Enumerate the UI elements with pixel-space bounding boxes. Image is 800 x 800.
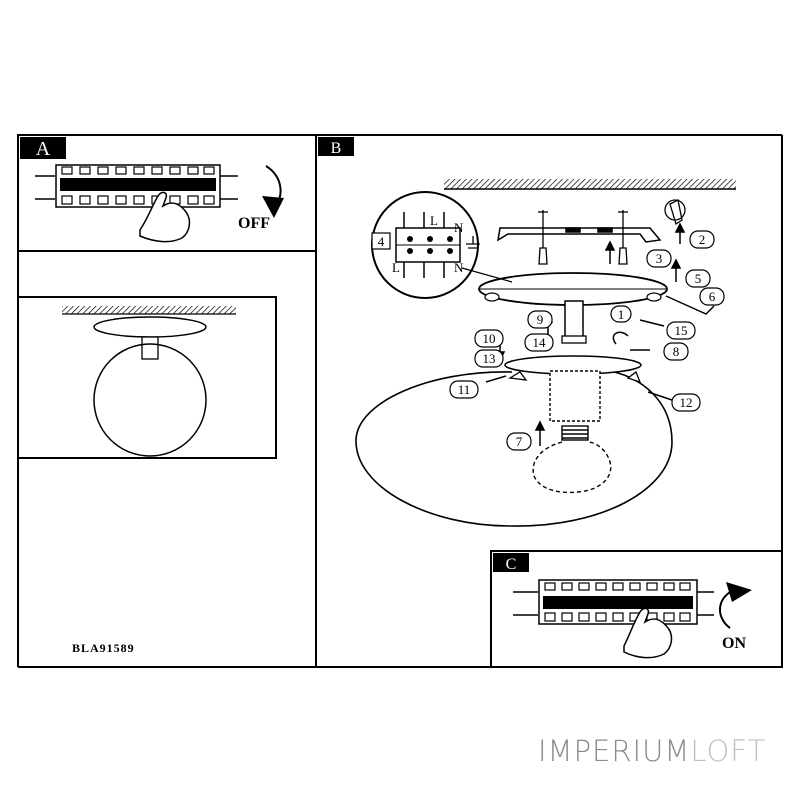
terminal-letter-1: L [430, 213, 438, 228]
mounting-bracket [496, 227, 662, 243]
callout-7: 7 [506, 432, 532, 451]
svg-text:13: 13 [483, 351, 496, 366]
svg-text:5: 5 [695, 271, 702, 286]
ceiling-hatch [444, 179, 736, 189]
callout-12: 12 [671, 393, 701, 412]
svg-text:8: 8 [673, 344, 680, 359]
ground-icon [466, 236, 480, 249]
panel-c-action-label: ON [722, 635, 746, 652]
lamp-stem [564, 300, 584, 340]
svg-text:3: 3 [656, 251, 663, 266]
model-code: BLA91589 [72, 641, 135, 655]
callout-5: 5 [685, 269, 711, 288]
callout-13: 13 [474, 349, 504, 368]
breaker-strip-icon [513, 579, 714, 625]
callout-11: 11 [449, 380, 479, 399]
svg-text:1: 1 [618, 307, 625, 322]
lamp-socket [549, 370, 601, 441]
terminal-letter-2: N [454, 220, 464, 235]
callout-9: 9 [527, 310, 553, 329]
allen-key-icon [665, 295, 715, 315]
bulb-icon [532, 441, 612, 494]
panel-b-letter: B [331, 140, 342, 157]
panel-a: A OFF [17, 134, 317, 252]
panel-c: C ON [490, 550, 783, 668]
callout-15: 15 [666, 321, 696, 340]
callout-3: 3 [646, 249, 672, 268]
terminal-block-callout: L N L N 4 [371, 191, 513, 299]
svg-text:2: 2 [699, 232, 706, 247]
callout-1: 1 [610, 305, 632, 323]
watermark-part-1: IMPERIUM [538, 734, 691, 768]
panel-a-letter-box [20, 137, 66, 159]
watermark: IMPERIUMLOFT [538, 734, 766, 768]
lamp-overview-panel [17, 296, 277, 459]
terminal-letter-4: N [454, 260, 464, 275]
callout-8: 8 [663, 342, 689, 361]
hand-icon [139, 191, 191, 243]
panel-b: B [315, 135, 736, 667]
panel-c-letter-box [493, 553, 529, 572]
svg-text:14: 14 [533, 335, 547, 350]
callout-6: 6 [699, 287, 725, 306]
terminal-letter-3: L [392, 260, 400, 275]
breaker-strip-icon [35, 164, 238, 208]
watermark-part-2: LOFT [690, 734, 767, 768]
svg-text:9: 9 [537, 312, 544, 327]
callout-2: 2 [689, 230, 715, 249]
screw-icon [538, 199, 686, 265]
svg-text:12: 12 [680, 395, 693, 410]
glass-globe [355, 371, 673, 527]
svg-text:10: 10 [483, 331, 496, 346]
callout-14: 14 [524, 333, 554, 352]
callout-10: 10 [474, 329, 504, 348]
panel-c-letter: C [506, 556, 517, 573]
svg-text:11: 11 [458, 382, 471, 397]
panel-a-letter: A [36, 138, 51, 160]
terminal-label: 4 [378, 234, 385, 249]
panel-a-action-label: OFF [238, 215, 270, 232]
svg-text:15: 15 [675, 323, 688, 338]
panel-b-letter-box [318, 137, 354, 156]
svg-text:7: 7 [516, 434, 523, 449]
overview-globe [93, 343, 207, 457]
hand-icon [623, 607, 673, 659]
svg-text:6: 6 [709, 289, 716, 304]
